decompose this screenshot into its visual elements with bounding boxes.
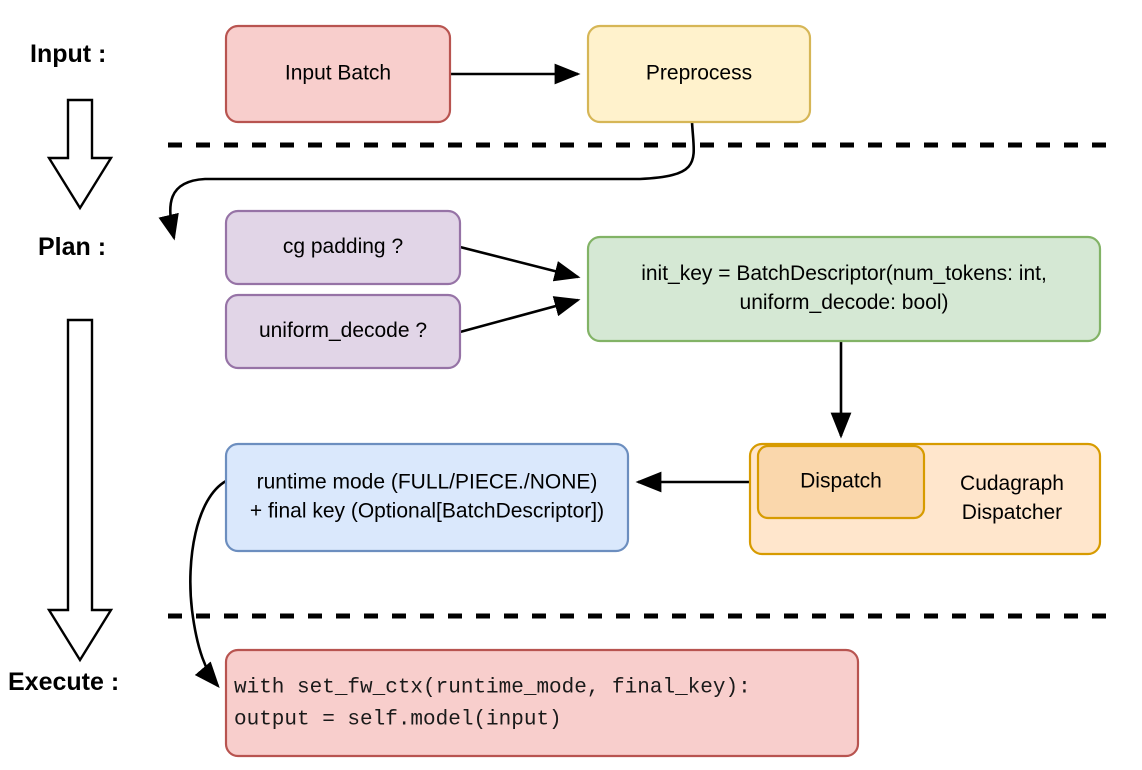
node-dispatch[interactable]: Dispatch	[756, 444, 926, 520]
stage-arrow-input-to-plan	[46, 98, 114, 211]
connector-edges	[158, 63, 852, 688]
node-label-init-key-line-1: init_key = BatchDescriptor(num_tokens: i…	[641, 262, 1047, 285]
stage-labels: Input : Plan : Execute :	[8, 40, 119, 696]
node-label-init-key-line-2: uniform_decode: bool)	[740, 291, 949, 314]
node-label-preprocess: Preprocess	[646, 62, 752, 85]
node-label-execute-code-line-1: with set_fw_ctx(runtime_mode, final_key)…	[234, 677, 751, 700]
diagram-nodes: Input Batch Preprocess cg padding ? uniform…	[224, 24, 1102, 758]
node-label-uniform-decode: uniform_decode ?	[259, 319, 427, 342]
node-box-execute-code[interactable]	[224, 648, 860, 758]
node-label-runtime-mode-line-1: runtime mode (FULL/PIECE./NONE)	[257, 471, 598, 494]
stage-label-execute: Execute :	[8, 668, 119, 696]
stage-label-plan: Plan :	[38, 233, 106, 261]
node-preprocess[interactable]: Preprocess	[586, 24, 812, 124]
node-label-cudagraph-dispatcher-line-2: Dispatcher	[962, 501, 1062, 524]
edge-uniform-decode-to-init-key	[459, 296, 581, 334]
node-label-input-batch: Input Batch	[285, 62, 391, 85]
node-label-cudagraph-dispatcher-line-1: Cudagraph	[960, 472, 1064, 495]
node-box-init-key[interactable]	[586, 235, 1102, 343]
edge-preprocess-to-plan	[158, 121, 696, 241]
node-box-preprocess[interactable]	[586, 24, 812, 124]
node-cg-padding[interactable]: cg padding ?	[224, 209, 462, 286]
edge-runtime-mode-to-execute	[189, 479, 227, 688]
node-label-cg-padding: cg padding ?	[283, 235, 403, 258]
node-init-key[interactable]: init_key = BatchDescriptor(num_tokens: i…	[586, 235, 1102, 343]
node-execute-code[interactable]: with set_fw_ctx(runtime_mode, final_key)…	[224, 648, 860, 758]
node-box-input-batch[interactable]	[224, 24, 452, 124]
node-label-dispatch: Dispatch	[800, 470, 882, 493]
node-label-runtime-mode-line-2: + final key (Optional[BatchDescriptor])	[250, 500, 604, 523]
node-box-runtime-mode[interactable]	[224, 442, 630, 553]
node-box-cg-padding[interactable]	[224, 209, 462, 286]
stage-arrow-plan-to-execute	[46, 318, 114, 663]
node-box-uniform-decode[interactable]	[224, 293, 462, 370]
node-label-execute-code-line-2: output = self.model(input)	[234, 709, 562, 732]
node-uniform-decode[interactable]: uniform_decode ?	[224, 293, 462, 370]
stage-label-input: Input :	[30, 40, 106, 68]
node-box-dispatch[interactable]	[756, 444, 926, 520]
node-input-batch[interactable]: Input Batch	[224, 24, 452, 124]
stage-arrows	[46, 98, 114, 663]
node-runtime-mode[interactable]: runtime mode (FULL/PIECE./NONE) + final k…	[224, 442, 630, 553]
edge-cg-padding-to-init-key	[459, 245, 581, 282]
